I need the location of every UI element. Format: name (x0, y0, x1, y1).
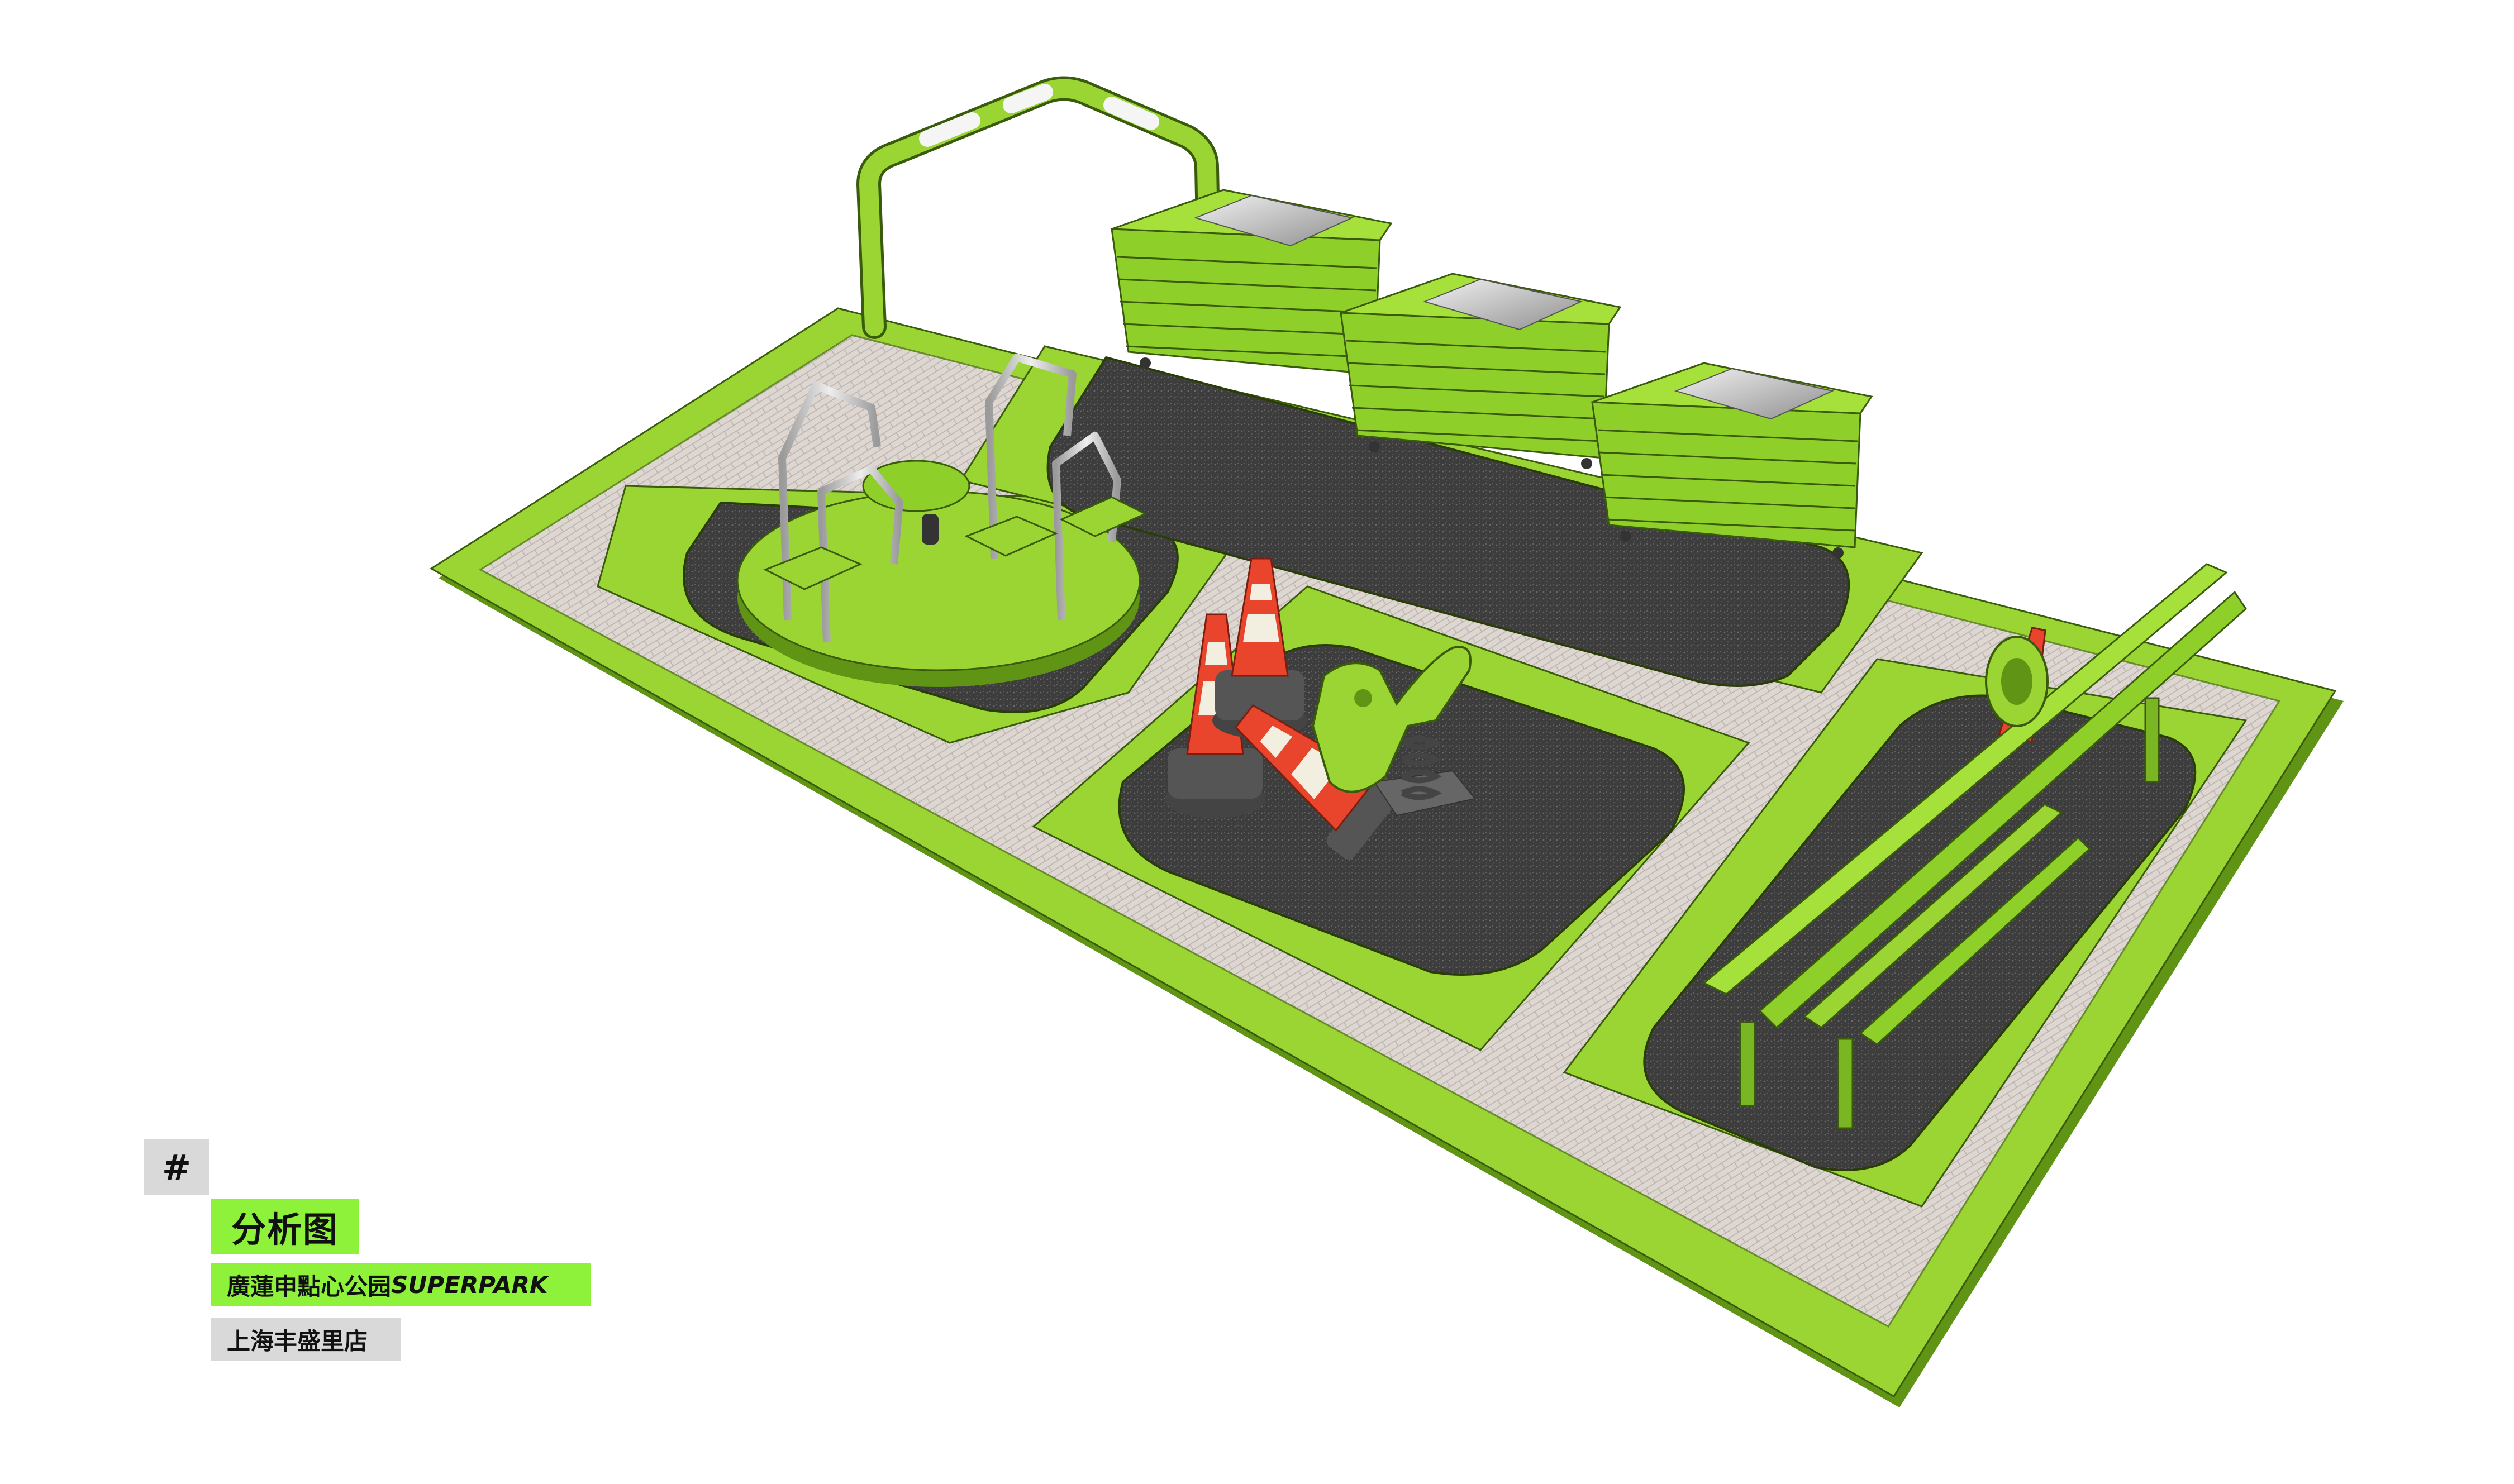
store-label: 上海丰盛里店 (211, 1318, 401, 1361)
analysis-title: 分析图 (211, 1199, 359, 1254)
arch-railing-icon (856, 76, 1222, 339)
brand-en: SUPERPARK (391, 1271, 548, 1299)
dumpster-icon (1111, 189, 1873, 559)
spring-rider-icon (1311, 646, 1476, 817)
merry-go-round-icon (736, 354, 1148, 687)
section-hash-label: # (144, 1139, 209, 1195)
brand-cn: 廣蓮申點心公园 (227, 1272, 392, 1300)
bench-icon (1702, 563, 2247, 1129)
